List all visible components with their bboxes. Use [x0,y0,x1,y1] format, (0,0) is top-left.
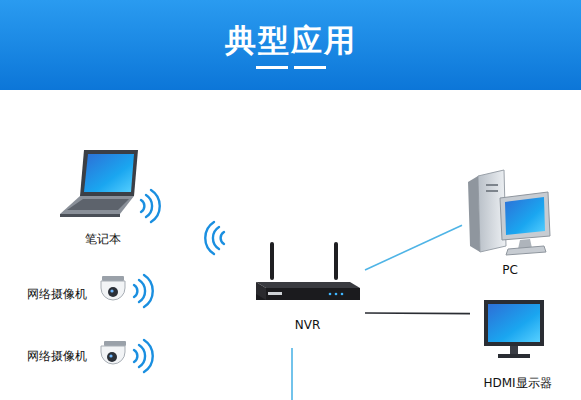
laptop-icon [60,150,138,217]
hdmi-cable [365,312,470,314]
wireless-symbol [141,190,160,222]
title-underline [256,66,288,69]
device-label: 网络摄像机 [27,286,87,303]
network-cable [291,348,293,400]
nvr-node: NVR [250,236,365,336]
laptop-node: 笔记本 [55,140,150,250]
device-label: 笔记本 [85,231,121,248]
monitor-node: HDMI显示器 [470,295,565,393]
camera-node: 网络摄像机 [20,337,135,377]
camera-icon [101,341,126,364]
monitor-icon [484,300,544,358]
wireless-symbol [134,275,153,307]
device-label: 网络摄像机 [27,348,87,365]
title-banner [0,0,581,90]
pc-icon [468,170,550,255]
device-label: NVR [295,318,321,332]
device-label: HDMI显示器 [483,375,551,392]
title-text: 典型应用 [0,20,581,62]
network-cable [365,225,462,270]
camera-icon [101,276,125,300]
wireless-symbol [205,222,224,254]
title-banner: 典型应用 [0,0,581,90]
nvr-icon [256,242,360,300]
device-label: PC [502,263,518,277]
pc-node: PC [462,166,558,280]
title-underline [294,66,326,69]
wireless-symbol [134,340,153,372]
camera-node: 网络摄像机 [20,272,135,312]
